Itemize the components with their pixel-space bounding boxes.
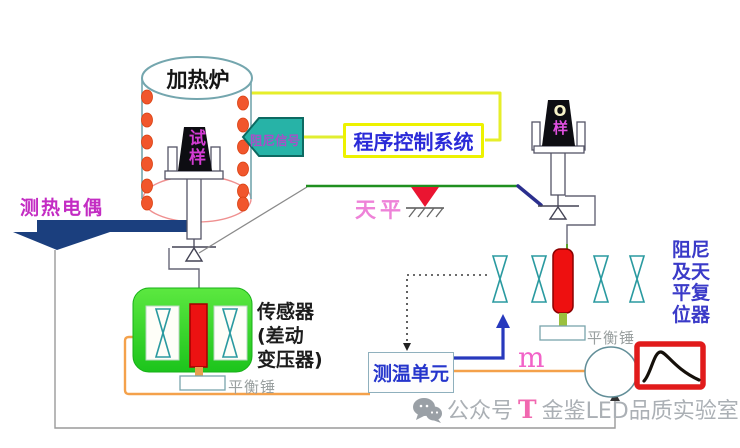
damper-reset-line3: 平复 xyxy=(672,282,711,304)
recorder-curve xyxy=(642,350,701,383)
coil-symbol xyxy=(530,255,548,303)
temperature-signal-line xyxy=(54,250,616,429)
left-pivot-fulcrum xyxy=(184,246,204,262)
coil-symbol xyxy=(628,255,646,303)
beam-right-segment xyxy=(516,184,543,207)
sensor-caption: 传感器 (差动 变压器) xyxy=(257,300,323,372)
thermocouple-label: 测热电偶 xyxy=(20,197,105,219)
left-crucible-base xyxy=(164,170,224,180)
program-control-box: 程序控制系统 xyxy=(343,123,484,158)
ground-symbol xyxy=(406,187,444,218)
damper-reset-line1: 阻尼 xyxy=(672,239,711,261)
damper-coils xyxy=(491,255,646,303)
sensor-caption-line2: (差动 xyxy=(257,325,304,347)
watermark: 公众号 T 金鉴LED品质实验室 xyxy=(412,393,739,425)
watermark-suffix: 金鉴LED品质实验室 xyxy=(541,399,739,424)
right-counterweight-label: 平衡锤 xyxy=(587,329,636,347)
right-sample-char2: 样 xyxy=(551,120,569,135)
temp-sense-arrowhead xyxy=(403,343,411,351)
right-support-rod xyxy=(550,151,566,196)
watermark-logo-t: T xyxy=(518,394,537,424)
right-sample-assembly xyxy=(531,100,596,249)
furnace-control-line xyxy=(251,91,502,142)
sensor-core xyxy=(189,303,208,368)
thermocouple-arm xyxy=(13,220,200,250)
damper-core xyxy=(552,248,574,314)
thermocouple-bar xyxy=(37,220,200,232)
temp-unit-box: 测温单元 xyxy=(368,352,454,393)
furnace-label: 加热炉 xyxy=(166,68,230,92)
recorder-box xyxy=(634,341,706,390)
wechat-icon xyxy=(413,397,442,423)
damper-reset-line4: 位器 xyxy=(672,303,711,326)
feedback-signal-line xyxy=(454,327,505,360)
left-counterweight xyxy=(179,375,226,391)
right-pivot-bracket xyxy=(565,195,596,249)
thermocouple-arrow-icon xyxy=(13,232,110,250)
furnace-top-ellipse xyxy=(141,56,253,100)
left-sample-trapezoid xyxy=(178,127,212,171)
right-crucible-base xyxy=(533,145,585,154)
coil-symbol xyxy=(491,255,509,303)
sensor-differential-transformer xyxy=(132,287,253,377)
feedback-arrowhead xyxy=(496,314,510,328)
watermark-prefix: 公众号 xyxy=(447,399,514,424)
damping-signal-label: 阻尼信号 xyxy=(249,133,300,148)
left-counterweight-label: 平衡锤 xyxy=(228,378,277,396)
sensor-caption-line1: 传感器 xyxy=(257,301,315,323)
right-pivot-fulcrum xyxy=(548,205,568,220)
right-sample-char1: O xyxy=(551,102,569,120)
left-sample-assembly xyxy=(164,127,224,305)
left-sample-char2: 样 xyxy=(185,148,205,167)
damper-weight-stem xyxy=(559,313,567,326)
left-sample-label: 试样 xyxy=(185,129,205,167)
left-pivot-bracket xyxy=(168,248,200,305)
balance-label: 天平 xyxy=(355,198,405,222)
coil-symbol xyxy=(592,255,610,303)
heater-dots xyxy=(141,89,249,212)
fulcrum-triangle xyxy=(411,187,439,207)
mass-signal-label: m xyxy=(518,341,545,374)
damper-reset-line2: 及天 xyxy=(672,260,711,283)
beam-left-segment xyxy=(198,186,308,254)
sensor-caption-line3: 变压器) xyxy=(257,349,323,371)
sensor-weight-stem xyxy=(195,367,203,377)
right-counterweight xyxy=(539,325,586,341)
mass-signal-line-left xyxy=(123,335,370,396)
left-sample-char1: 试 xyxy=(185,129,205,148)
damping-signal-tag xyxy=(241,117,304,157)
temp-sense-dotted-line xyxy=(406,274,487,349)
left-support-rod xyxy=(186,177,202,240)
coil-symbol xyxy=(154,308,172,358)
right-sample-trapezoid xyxy=(542,100,575,146)
drive-motor-circle xyxy=(584,346,638,398)
coil-symbol xyxy=(221,308,239,358)
right-sample-label: O样 xyxy=(550,102,569,135)
damper-reset-label: 阻尼 及天 平复 位器 xyxy=(672,239,716,326)
